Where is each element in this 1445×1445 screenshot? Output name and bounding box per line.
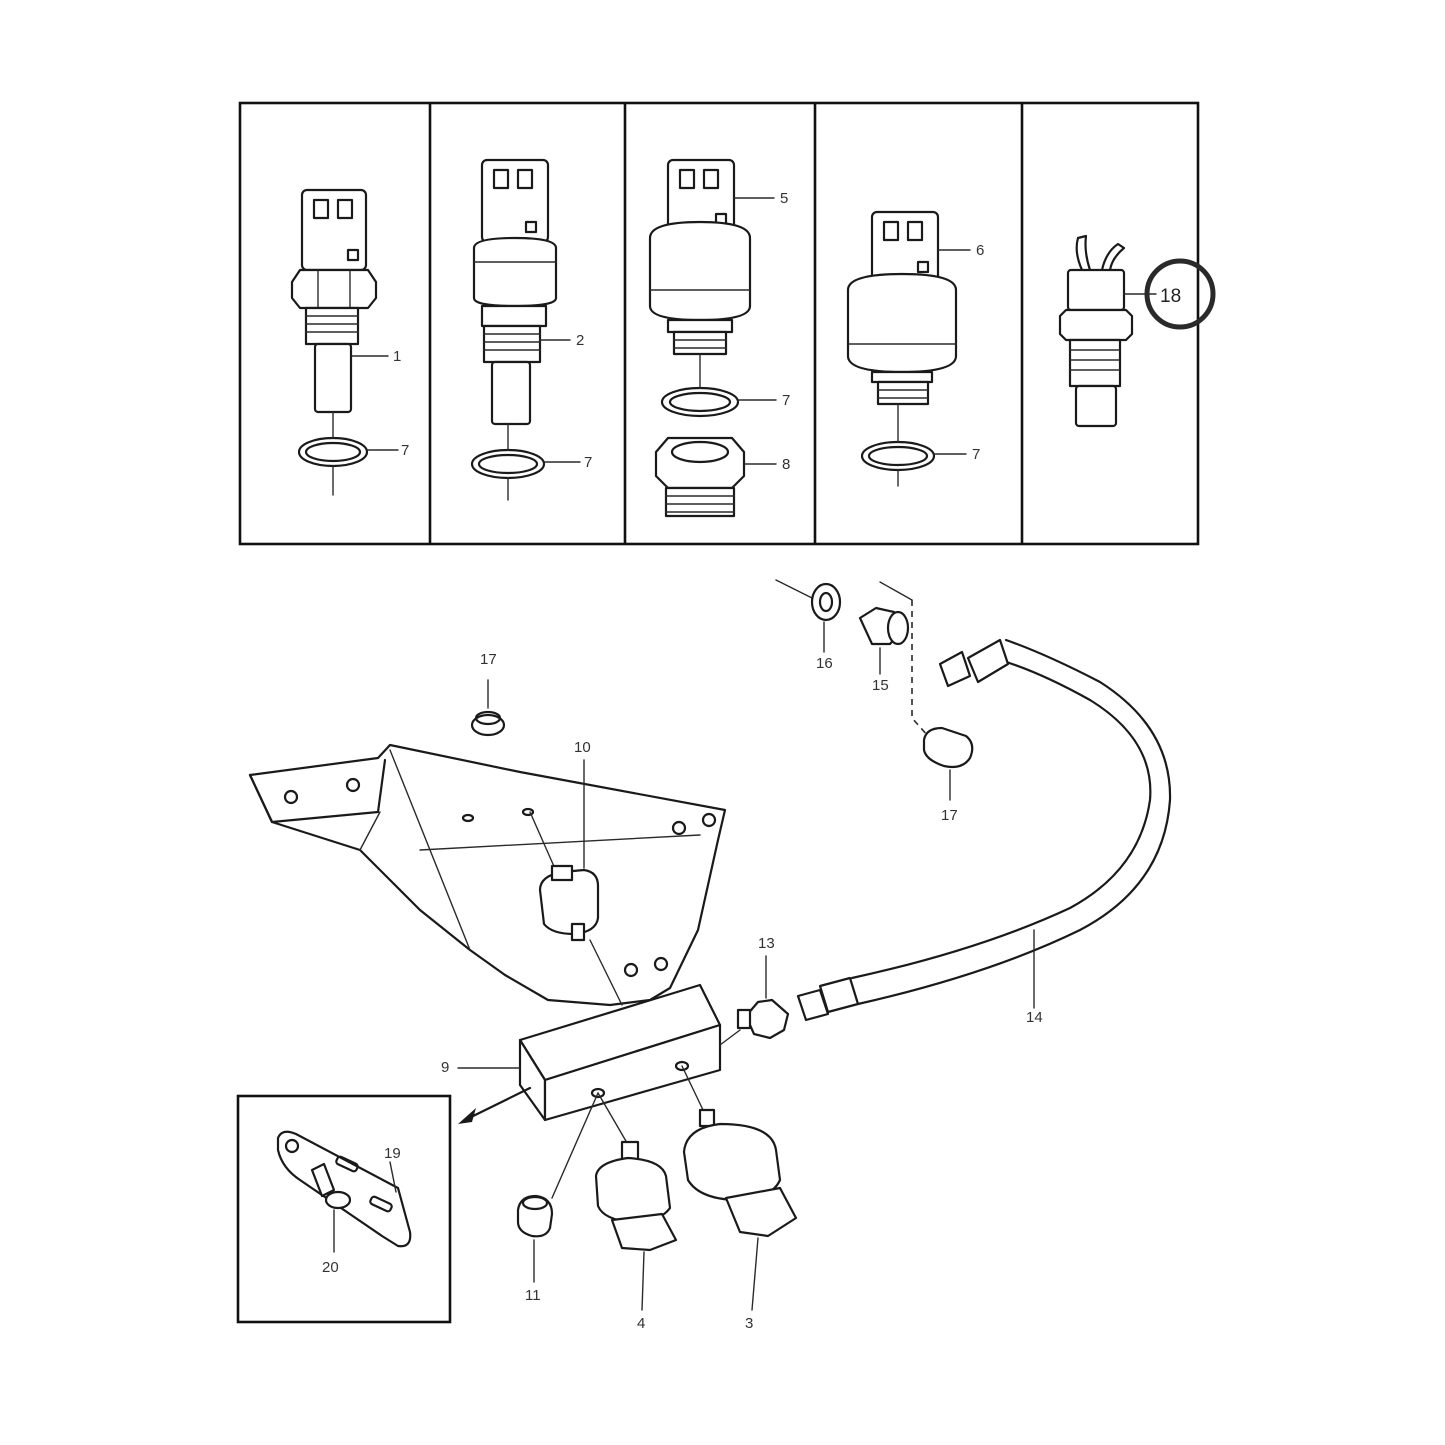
label-11: 11 [525, 1287, 541, 1304]
sensor-variants-panel [238, 101, 1216, 546]
highlight-circle [1144, 258, 1216, 330]
union-13 [719, 955, 790, 1046]
mounting-bracket [248, 743, 727, 1007]
callout-labels: 1 7 2 7 5 7 8 6 7 18 17 10 16 15 17 13 1… [322, 190, 1181, 1332]
label-8: 8 [782, 456, 790, 473]
label-10: 10 [574, 739, 591, 756]
temperature-sensor-18 [1058, 234, 1216, 428]
inset-detail [236, 1094, 452, 1324]
label-13: 13 [758, 935, 775, 952]
cap-17-lower [911, 600, 974, 801]
label-2: 2 [576, 332, 584, 349]
label-17: 17 [480, 651, 497, 668]
sensor-3 [681, 1065, 798, 1311]
temperature-sensor-1 [290, 188, 399, 496]
inset-arrow [458, 1086, 532, 1124]
label-7: 7 [782, 392, 790, 409]
label-7: 7 [584, 454, 592, 471]
distribution-block-9 [457, 983, 722, 1122]
label-17: 17 [941, 807, 958, 824]
label-5: 5 [780, 190, 788, 207]
label-6: 6 [976, 242, 984, 259]
grommet-17-upper [470, 679, 506, 737]
label-18: 18 [1160, 286, 1181, 307]
label-9: 9 [441, 1059, 449, 1076]
pressure-sensor-5 [648, 158, 777, 518]
sensor-4 [594, 1092, 678, 1311]
hose-14 [796, 638, 1172, 1022]
label-4: 4 [637, 1315, 645, 1332]
label-20: 20 [322, 1259, 339, 1276]
washer-16 [775, 579, 842, 653]
label-7: 7 [401, 442, 409, 459]
fitting-15 [858, 581, 913, 675]
label-7: 7 [972, 446, 980, 463]
pressure-sensor-6 [846, 210, 971, 487]
label-16: 16 [816, 655, 833, 672]
label-19: 19 [384, 1145, 401, 1162]
sensor-10 [529, 759, 623, 1006]
label-15: 15 [872, 677, 889, 694]
label-1: 1 [393, 348, 401, 365]
temperature-sensor-2 [470, 158, 581, 501]
label-14: 14 [1026, 1009, 1043, 1026]
label-3: 3 [745, 1315, 753, 1332]
plug-11 [516, 1092, 599, 1283]
